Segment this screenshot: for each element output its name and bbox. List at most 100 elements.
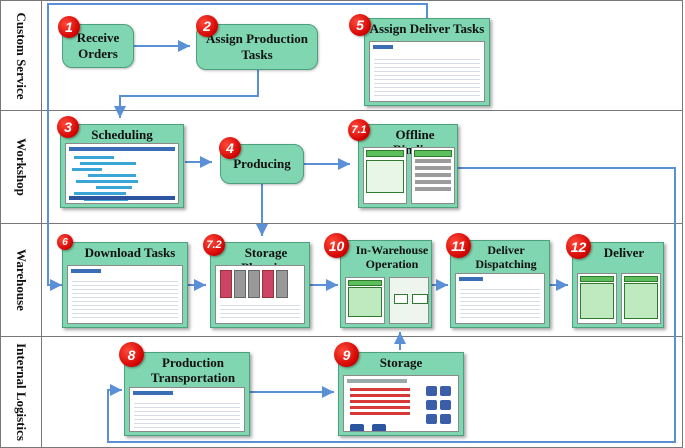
- keypad-key: [440, 414, 451, 424]
- thumbnail-header: [347, 379, 407, 383]
- step-download-tasks[interactable]: Download Tasks: [62, 242, 188, 328]
- step-label: Assign Deliver Tasks: [369, 21, 485, 36]
- keypad-key: [440, 400, 451, 410]
- step-number-badge: 2: [196, 15, 218, 37]
- storage-slot: [276, 270, 288, 298]
- arrow-5-6: [47, 3, 428, 291]
- thumbnail-header: [69, 147, 175, 151]
- step-assign-deliver-tasks[interactable]: Assign Deliver Tasks: [364, 18, 490, 106]
- keypad-key: [350, 424, 364, 431]
- step-number-badge: 7.1: [348, 119, 370, 141]
- thumbnail-text-line: [350, 400, 410, 403]
- thumbnail-table: [220, 302, 300, 320]
- lane-label-cell: Warehouse: [1, 224, 42, 336]
- step-deliver[interactable]: Deliver: [572, 242, 664, 328]
- step-offline-binding[interactable]: Offline Binding: [358, 124, 458, 208]
- step-label: Scheduling: [91, 127, 153, 142]
- step-storage-planning[interactable]: Storage Planning: [210, 242, 310, 328]
- keypad-key: [426, 414, 437, 424]
- step-in-warehouse-operation[interactable]: In-Warehouse Operation: [340, 240, 432, 328]
- step-number-badge: 8: [119, 342, 144, 367]
- thumbnail-panel: [624, 283, 658, 319]
- thumbnail-panel: [580, 283, 614, 319]
- thumbnail-text-line: [350, 388, 410, 391]
- step-receive-orders[interactable]: Receive Orders: [62, 24, 134, 68]
- screenshot-thumbnail: [389, 277, 429, 324]
- thumbnail-row: [415, 166, 451, 170]
- storage-slot: [248, 270, 260, 298]
- step-label: Deliver Dispatching: [475, 243, 537, 271]
- thumbnail-table: [72, 278, 178, 320]
- thumbnail-table: [460, 286, 540, 320]
- thumbnail-header: [414, 150, 452, 157]
- thumbnail-header: [459, 277, 483, 281]
- step-scheduling[interactable]: Scheduling: [60, 124, 184, 208]
- step-number-badge: 3: [57, 116, 79, 138]
- gantt-bar: [80, 162, 136, 165]
- gantt-bar: [74, 192, 126, 195]
- screenshot-thumbnail: [363, 147, 407, 204]
- step-number-badge: 6: [57, 234, 73, 250]
- screenshot-thumbnail: [345, 277, 385, 324]
- thumbnail-header: [373, 45, 393, 49]
- storage-slot: [220, 270, 232, 298]
- thumbnail-row: [415, 187, 451, 191]
- step-number-badge: 10: [324, 233, 349, 258]
- thumbnail-text-line: [350, 406, 410, 409]
- storage-slot: [234, 270, 246, 298]
- thumbnail-row: [415, 159, 451, 163]
- thumbnail-text-line: [350, 412, 410, 415]
- thumbnail-row: [415, 180, 451, 184]
- gantt-bar: [96, 186, 132, 189]
- step-label: Producing: [233, 156, 291, 172]
- step-label: Download Tasks: [84, 245, 176, 260]
- keypad-key: [426, 400, 437, 410]
- thumbnail-row: [415, 173, 451, 177]
- thumbnail-footer: [69, 196, 175, 200]
- thumbnail-header: [580, 276, 614, 282]
- gantt-bar: [72, 168, 102, 171]
- lane-label-cell: Internal Logistics: [1, 337, 42, 447]
- step-number-badge: 4: [219, 137, 241, 159]
- step-number-badge: 1: [58, 16, 80, 38]
- step-number-badge: 9: [334, 342, 359, 367]
- keypad-key: [426, 386, 437, 396]
- thumbnail-header: [133, 391, 173, 395]
- arrow-2-3: [114, 70, 259, 118]
- thumbnail-field: [394, 294, 408, 304]
- step-label: Production Transportation: [150, 355, 236, 385]
- thumbnail-panel: [348, 287, 382, 317]
- step-number-badge: 11: [446, 233, 471, 258]
- step-label: Assign Production Tasks: [206, 31, 308, 62]
- thumbnail-header: [348, 280, 382, 286]
- step-label: Receive Orders: [76, 30, 120, 61]
- gantt-bar: [74, 156, 114, 159]
- screenshot-thumbnail: [369, 41, 485, 102]
- screenshot-thumbnail: [67, 265, 183, 324]
- thumbnail-field: [412, 294, 428, 304]
- thumbnail-header: [624, 276, 658, 282]
- thumbnail-panel: [366, 160, 404, 193]
- thumbnail-header: [71, 269, 101, 273]
- screenshot-thumbnail: [621, 273, 661, 324]
- screenshot-thumbnail: [343, 375, 459, 432]
- step-number-badge: 12: [566, 234, 591, 259]
- screenshot-thumbnail: [455, 273, 545, 324]
- screenshot-thumbnail: [411, 147, 455, 204]
- thumbnail-header: [366, 150, 404, 157]
- thumbnail-table: [374, 56, 480, 98]
- lane-label-cell: Custom Service: [1, 1, 42, 110]
- screenshot-thumbnail: [129, 387, 245, 432]
- step-label: Storage: [379, 355, 423, 370]
- thumbnail-table: [134, 400, 240, 428]
- step-production-transportation[interactable]: Production Transportation: [124, 352, 250, 436]
- thumbnail-text-line: [350, 394, 410, 397]
- step-label: Deliver: [603, 245, 645, 260]
- step-storage[interactable]: Storage: [338, 352, 464, 436]
- step-number-badge: 5: [349, 14, 371, 36]
- lane-label-cell: Workshop: [1, 111, 42, 223]
- step-producing[interactable]: Producing: [220, 144, 304, 184]
- step-number-badge: 7.2: [203, 234, 225, 256]
